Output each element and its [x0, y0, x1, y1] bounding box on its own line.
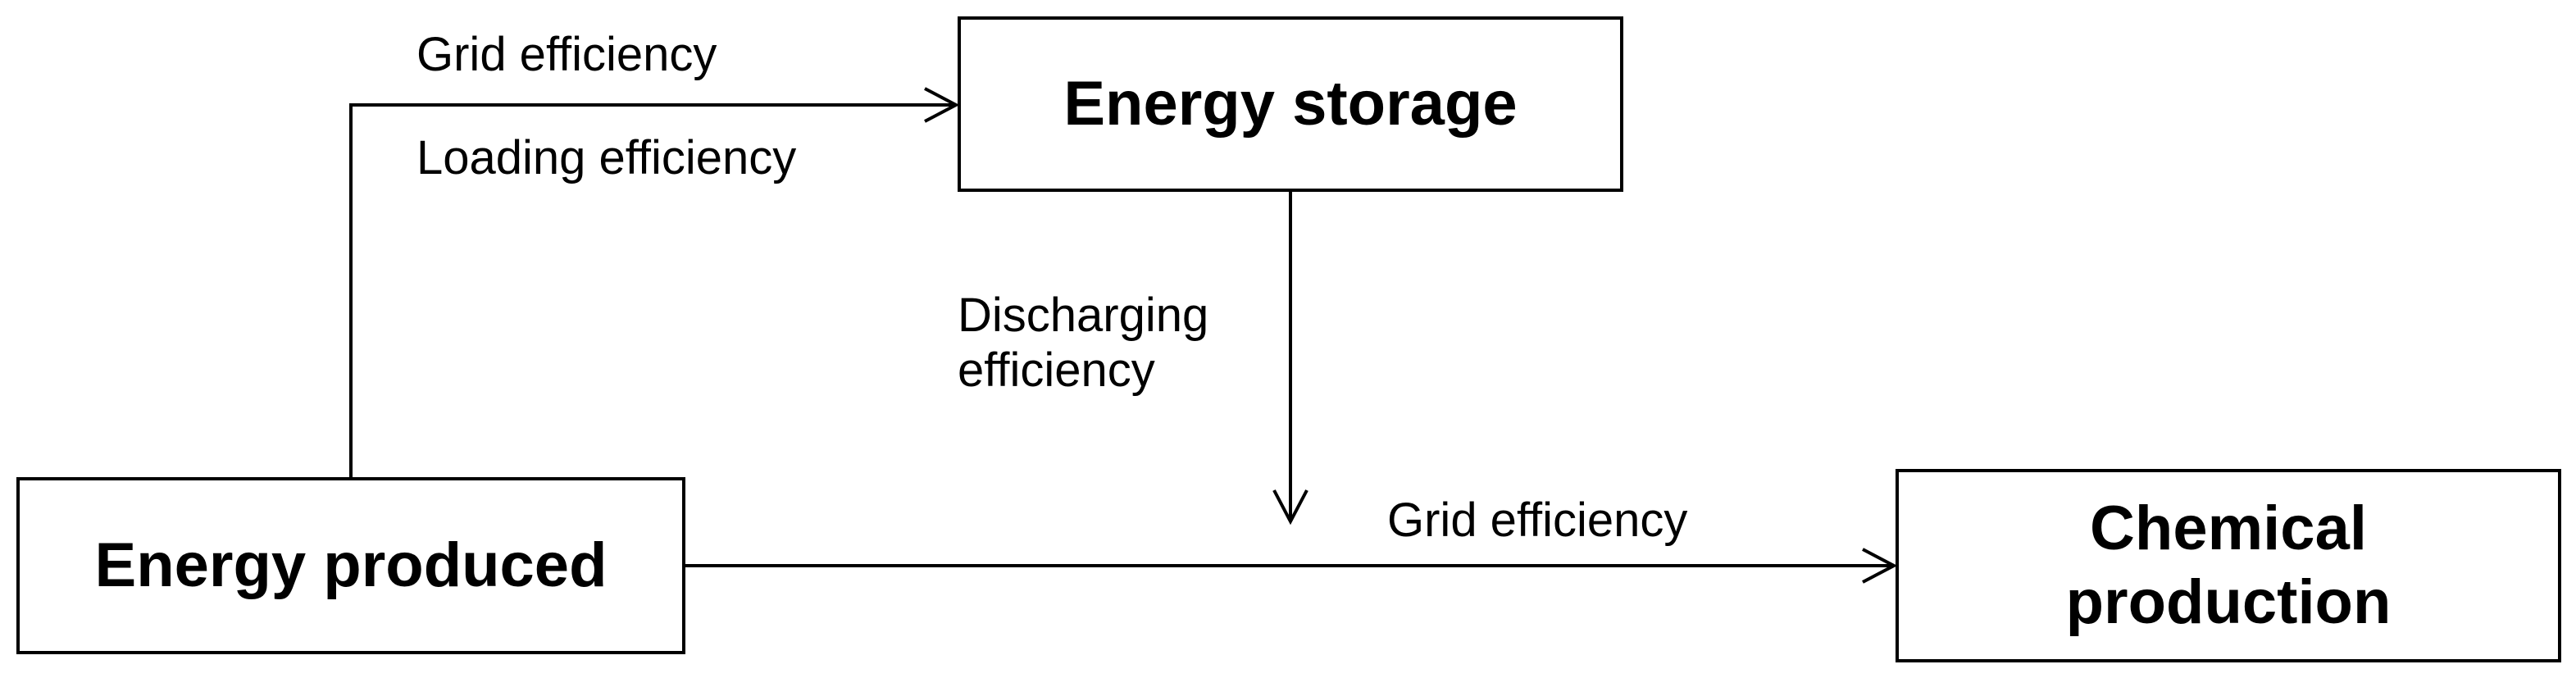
grid-efficiency-top-label: Grid efficiency [416, 28, 717, 81]
energy-storage-label: Energy storage [1063, 69, 1518, 139]
edge-produced-to-storage [349, 103, 956, 477]
arrowhead-into-chemical [1862, 548, 1898, 584]
energy-produced-label: Energy produced [94, 530, 608, 601]
energy-storage-box: Energy storage [958, 16, 1623, 192]
loading-efficiency-label: Loading efficiency [416, 131, 797, 184]
arrowhead-discharge-down [1272, 489, 1308, 526]
grid-efficiency-bottom-label: Grid efficiency [1387, 494, 1688, 547]
discharging-efficiency-line2: efficiency [958, 343, 1155, 397]
arrowhead-into-storage [924, 87, 960, 123]
chemical-production-label: Chemical production [2066, 492, 2392, 639]
chemical-production-line2: production [2065, 567, 2392, 637]
chemical-production-box: Chemical production [1896, 469, 2561, 662]
discharging-efficiency-line1: Discharging [958, 289, 1209, 342]
chemical-production-line1: Chemical [2090, 494, 2367, 564]
discharging-efficiency-label: Discharging efficiency [958, 289, 1302, 398]
energy-produced-box: Energy produced [16, 477, 685, 654]
